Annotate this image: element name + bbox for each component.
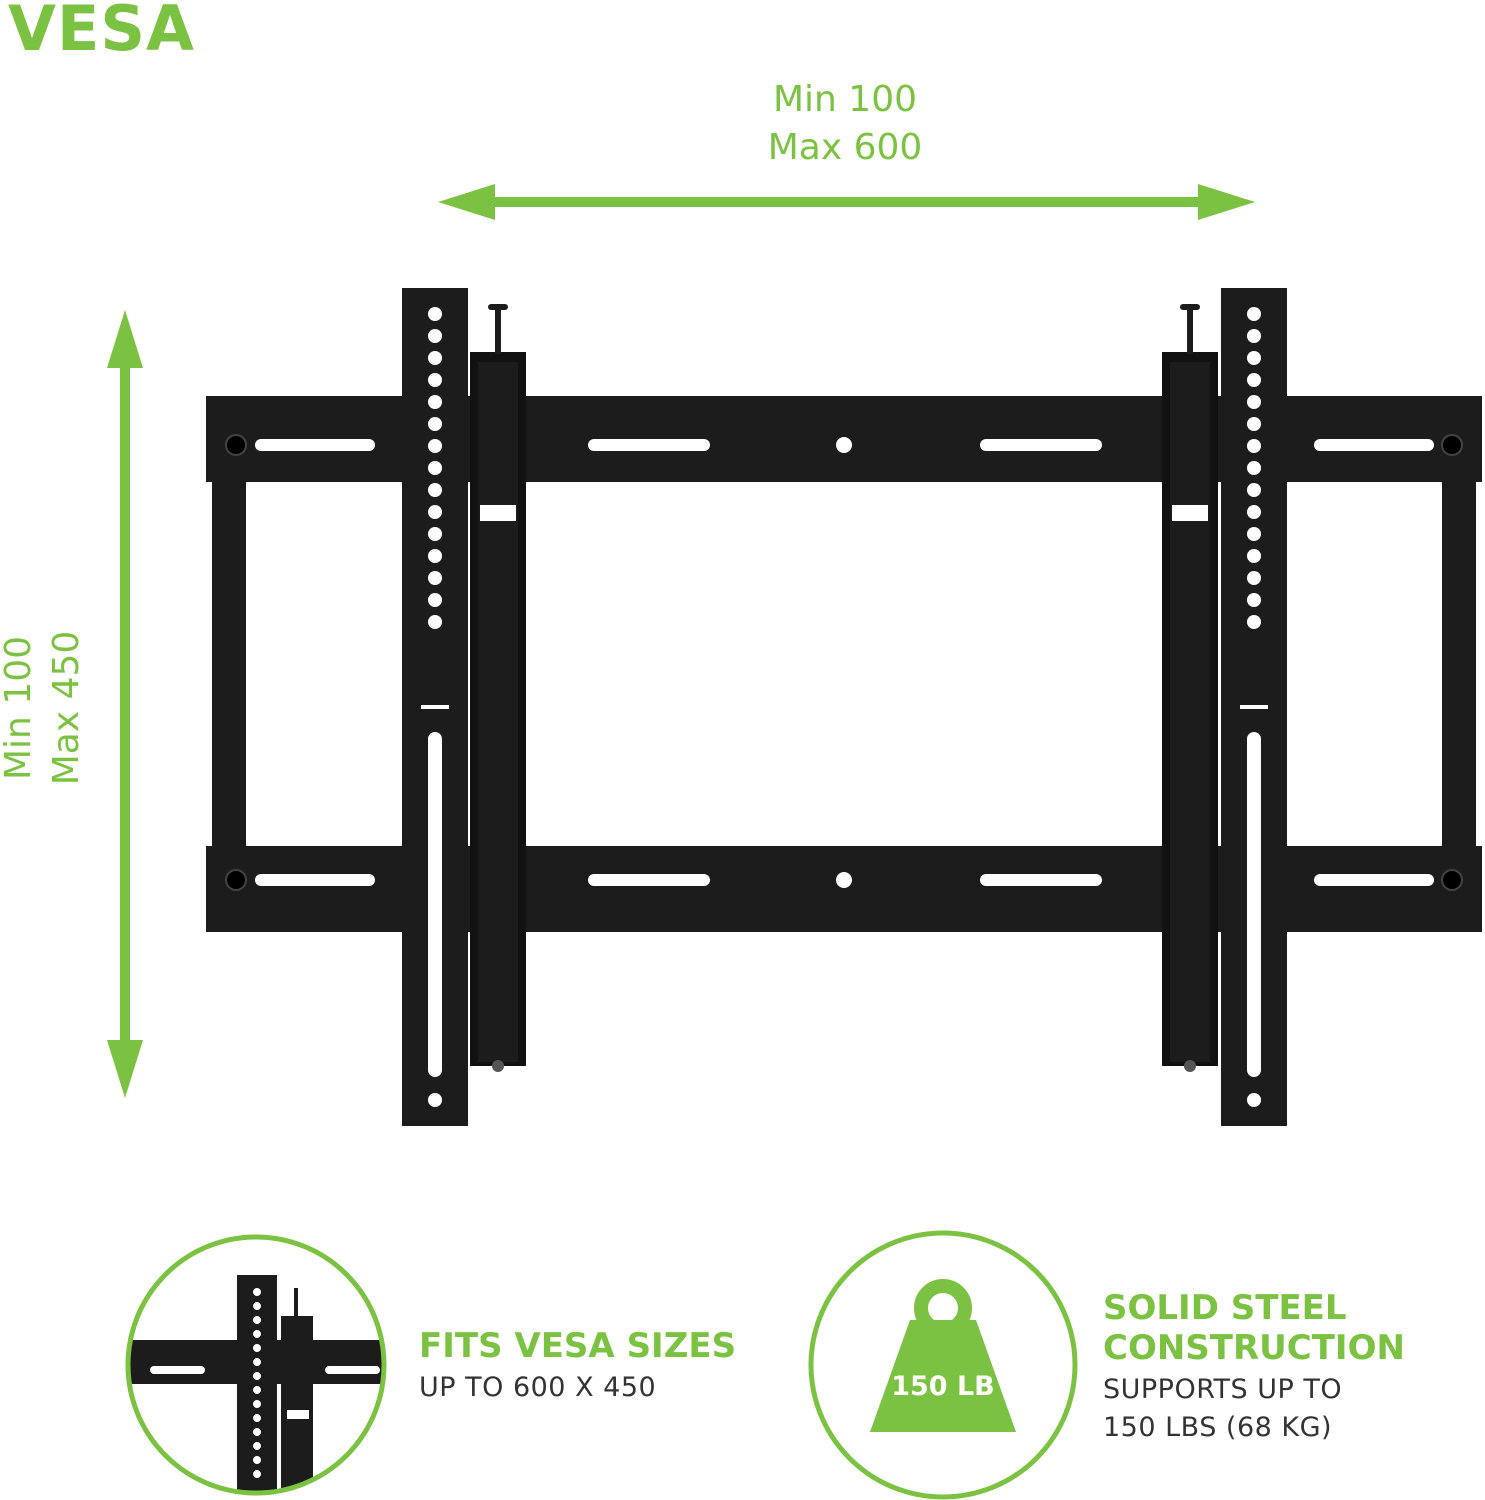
weight-icon: 150 LB	[808, 1230, 1078, 1500]
feature-steel-subtitle-line2: 150 LBS (68 KG)	[1103, 1412, 1333, 1443]
wall-plate	[206, 396, 1482, 932]
feature-vesa-subtitle: UP TO 600 X 450	[419, 1372, 657, 1403]
feature-steel-title: SOLID STEEL CONSTRUCTION	[1103, 1288, 1405, 1368]
horizontal-max: Max 600	[767, 127, 923, 168]
horizontal-min: Min 100	[772, 79, 918, 120]
horizontal-arrow	[438, 184, 1255, 220]
feature-steel-title-line1: SOLID STEEL	[1103, 1288, 1347, 1328]
horizontal-dimension-label: Min 100 Max 600	[700, 76, 990, 172]
vertical-arrow	[107, 310, 143, 1098]
feature-steel-subtitle: SUPPORTS UP TO 150 LBS (68 KG)	[1103, 1371, 1342, 1447]
right-tv-arm	[1162, 288, 1287, 1126]
bracket-closeup-icon	[125, 1234, 387, 1496]
page-title: VESA	[8, 0, 195, 65]
weight-badge: 150 LB	[891, 1371, 995, 1402]
feature-steel-title-line2: CONSTRUCTION	[1103, 1328, 1405, 1368]
left-tv-arm	[402, 288, 526, 1126]
feature-steel-subtitle-line1: SUPPORTS UP TO	[1103, 1374, 1343, 1405]
feature-vesa-title: FITS VESA SIZES	[419, 1326, 737, 1366]
